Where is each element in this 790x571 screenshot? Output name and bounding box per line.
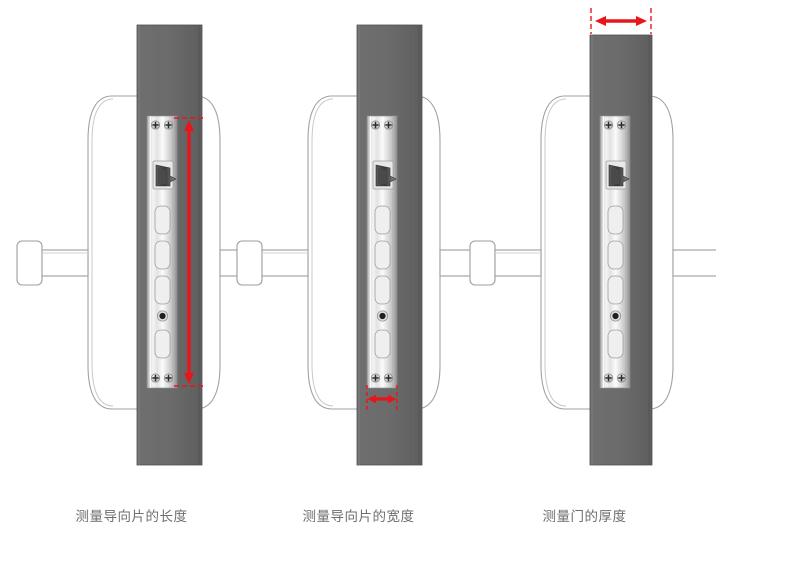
screw-top-right — [616, 120, 627, 130]
figure-guide-plate-length — [16, 24, 263, 466]
latch-block — [152, 160, 177, 190]
plate-slot-3 — [374, 275, 391, 305]
plate-slot-3 — [154, 275, 171, 305]
plate-round-hole — [156, 310, 169, 322]
strike-plate — [599, 115, 631, 389]
plate-slot-1 — [154, 205, 171, 235]
panel-guide-plate-length: 测量导向片的长度 — [0, 0, 263, 571]
screw-top-right — [383, 120, 394, 130]
latch-block — [372, 160, 397, 190]
screw-top-left — [370, 120, 381, 130]
screw-bottom-right — [383, 373, 394, 383]
screw-bottom-right — [163, 373, 174, 383]
caption-panel-2: 测量导向片的宽度 — [302, 509, 415, 525]
plate-slot-4 — [607, 329, 624, 359]
panel-guide-plate-width: 测量导向片的宽度 — [227, 0, 490, 571]
left-knob — [16, 240, 89, 286]
plate-slot-4 — [374, 329, 391, 359]
screw-bottom-left — [603, 373, 614, 383]
plate-slot-2 — [607, 240, 624, 270]
latch-block — [605, 160, 630, 190]
left-knob — [236, 240, 309, 286]
plate-slot-3 — [607, 275, 624, 305]
screw-bottom-left — [150, 373, 161, 383]
screw-bottom-right — [616, 373, 627, 383]
measurement-arrow-thickness — [590, 8, 652, 34]
figure-guide-plate-width — [236, 24, 490, 466]
plate-slot-1 — [607, 205, 624, 235]
right-knob — [672, 249, 716, 277]
measurement-arrow-length — [174, 117, 204, 387]
plate-slot-2 — [154, 240, 171, 270]
plate-slot-1 — [374, 205, 391, 235]
screw-bottom-left — [370, 373, 381, 383]
screw-top-left — [150, 120, 161, 130]
panel-door-thickness: 测量门的厚度 — [453, 0, 716, 571]
screw-top-right — [163, 120, 174, 130]
measurement-arrow-width — [366, 385, 398, 410]
plate-slot-2 — [374, 240, 391, 270]
left-knob — [469, 240, 542, 286]
plate-round-hole — [376, 310, 389, 322]
plate-slot-4 — [154, 329, 171, 359]
strike-plate — [366, 115, 398, 389]
screw-top-left — [603, 120, 614, 130]
figure-door-thickness — [469, 8, 716, 466]
plate-round-hole — [609, 310, 622, 322]
strike-plate — [146, 115, 178, 389]
caption-panel-3: 测量门的厚度 — [542, 509, 627, 525]
caption-panel-1: 测量导向片的长度 — [75, 509, 188, 525]
